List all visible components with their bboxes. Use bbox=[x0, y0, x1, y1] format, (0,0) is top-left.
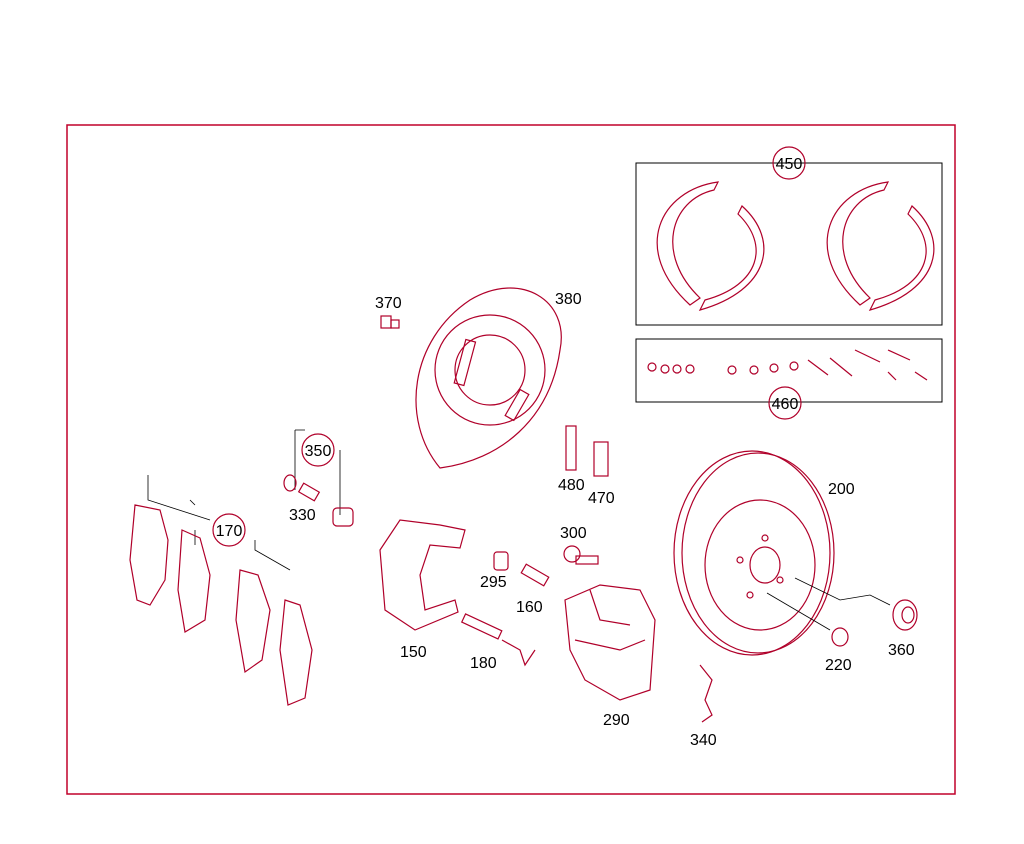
label-370: 370 bbox=[375, 295, 402, 312]
part-330-guide-pin[interactable] bbox=[283, 474, 354, 527]
label-480: 480 bbox=[558, 477, 585, 494]
part-220-screw[interactable] bbox=[831, 627, 849, 647]
label-470: 470 bbox=[588, 490, 615, 507]
part-290-brake-caliper[interactable] bbox=[564, 584, 656, 701]
part-370-bolt[interactable] bbox=[380, 315, 400, 329]
callout-circle-170 bbox=[212, 513, 246, 547]
label-150: 150 bbox=[400, 644, 427, 661]
label-340: 340 bbox=[690, 732, 717, 749]
label-290: 290 bbox=[603, 712, 630, 729]
part-300-bolt[interactable] bbox=[563, 545, 599, 565]
part-380-backing-plate[interactable] bbox=[415, 287, 562, 469]
part-170-brake-pads[interactable] bbox=[129, 504, 313, 706]
label-380: 380 bbox=[555, 291, 582, 308]
label-300: 300 bbox=[560, 525, 587, 542]
part-340-anti-rattle-spring[interactable] bbox=[699, 664, 713, 723]
callout-circle-460 bbox=[768, 386, 802, 420]
label-200: 200 bbox=[828, 481, 855, 498]
label-460: 460 bbox=[772, 396, 799, 413]
part-160-bleeder-screw[interactable] bbox=[520, 563, 550, 587]
part-360-hub-cap[interactable] bbox=[892, 599, 918, 631]
part-460-hardware-kit[interactable] bbox=[635, 338, 943, 403]
label-350: 350 bbox=[305, 443, 332, 460]
part-480-adjuster[interactable] bbox=[565, 425, 577, 471]
label-360: 360 bbox=[888, 642, 915, 659]
callout-circle-350 bbox=[301, 433, 335, 467]
label-295: 295 bbox=[480, 574, 507, 591]
label-330: 330 bbox=[289, 507, 316, 524]
part-450-brake-shoes[interactable] bbox=[635, 162, 943, 326]
label-450: 450 bbox=[776, 156, 803, 173]
part-200-brake-disc[interactable] bbox=[673, 450, 835, 656]
label-220: 220 bbox=[825, 657, 852, 674]
part-180-wear-sensor[interactable] bbox=[460, 613, 536, 667]
label-180: 180 bbox=[470, 655, 497, 672]
label-170: 170 bbox=[216, 523, 243, 540]
part-295-bleeder-cap[interactable] bbox=[493, 551, 509, 571]
callout-circle-450 bbox=[772, 146, 806, 180]
label-160: 160 bbox=[516, 599, 543, 616]
part-150-caliper-bracket[interactable] bbox=[379, 519, 466, 631]
diagram-frame bbox=[66, 124, 956, 795]
part-470-clip[interactable] bbox=[593, 441, 609, 477]
